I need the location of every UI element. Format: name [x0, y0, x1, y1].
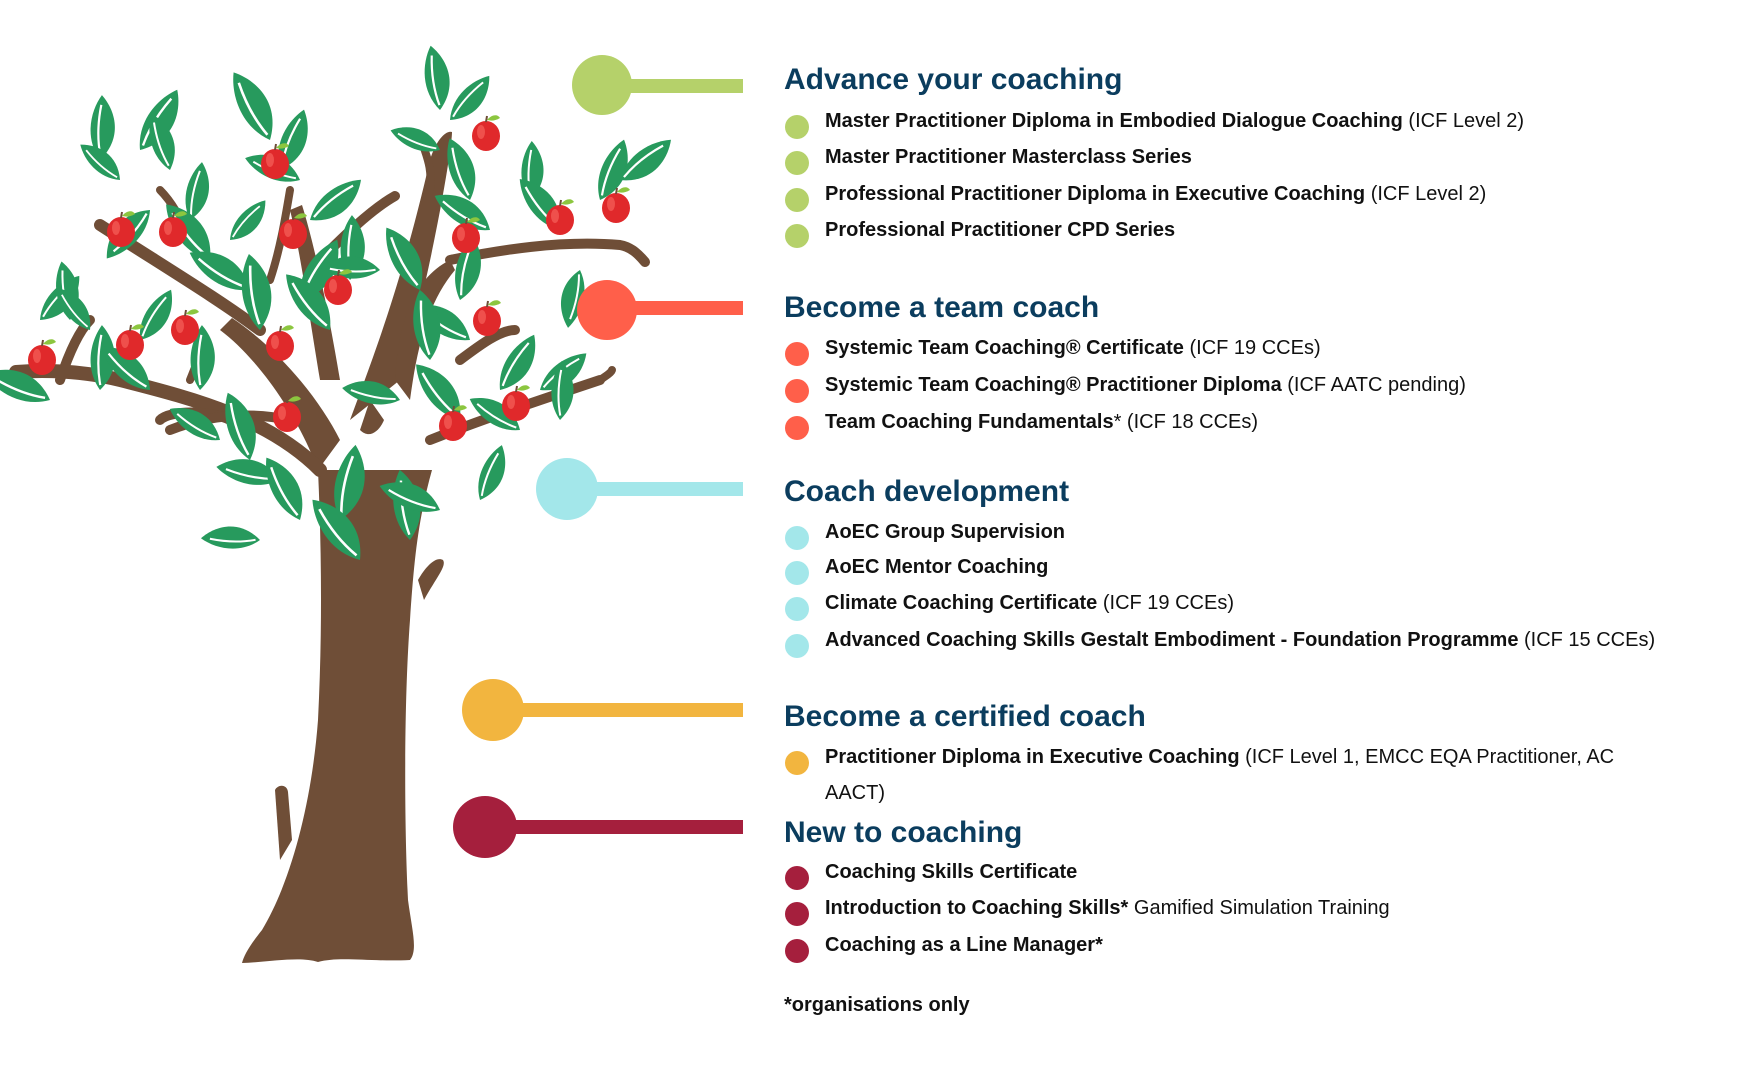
course-note: (ICF AATC pending): [1281, 374, 1466, 396]
course-note: (ICF Level 2): [1365, 183, 1487, 205]
list-item[interactable]: Team Coaching Fundamentals* (ICF 18 CCEs…: [784, 404, 1694, 440]
course-note: (ICF 15 CCEs): [1518, 629, 1656, 651]
bullet-icon: [785, 151, 809, 175]
course-note: (ICF 19 CCEs): [1097, 592, 1234, 614]
course-title: Professional Practitioner Diploma in Exe…: [825, 183, 1366, 205]
list-item[interactable]: Master Practitioner Diploma in Embodied …: [784, 103, 1694, 139]
course-title: Introduction to Coaching Skills*: [825, 897, 1129, 919]
bullet-icon: [785, 866, 809, 890]
bullet-icon: [785, 115, 809, 139]
section-heading-advance: Advance your coaching: [784, 63, 1123, 96]
course-title: Practitioner Diploma in Executive Coachi…: [825, 746, 1240, 768]
course-title: Coaching Skills Certificate: [825, 861, 1078, 883]
list-item[interactable]: Professional Practitioner CPD Series: [784, 212, 1694, 248]
bullet-icon: [785, 188, 809, 212]
course-note: (ICF Level 1, EMCC EQA Practitioner, AC …: [825, 746, 1615, 804]
course-note: Gamified Simulation Training: [1128, 897, 1390, 919]
course-title: Team Coaching Fundamentals: [825, 411, 1114, 433]
section-heading-team: Become a team coach: [784, 291, 1100, 324]
marker-bar-red: [625, 301, 743, 315]
marker-bar-yellow: [515, 703, 743, 717]
list-item[interactable]: Advanced Coaching Skills Gestalt Embodim…: [784, 622, 1694, 658]
course-title: Master Practitioner Diploma in Embodied …: [825, 110, 1403, 132]
section-heading-development: Coach development: [784, 475, 1070, 508]
course-title: Professional Practitioner CPD Series: [825, 219, 1176, 241]
list-item[interactable]: AoEC Mentor Coaching: [784, 549, 1694, 585]
bullet-icon: [785, 526, 809, 550]
course-note: (ICF 19 CCEs): [1183, 337, 1321, 359]
apple-tree-illustration: [0, 44, 678, 963]
list-item[interactable]: Introduction to Coaching Skills* Gamifie…: [784, 890, 1694, 926]
list-item[interactable]: Systemic Team Coaching® Certificate (ICF…: [784, 330, 1694, 366]
list-item[interactable]: Systemic Team Coaching® Practitioner Dip…: [784, 367, 1694, 403]
section-heading-certified: Become a certified coach: [784, 700, 1146, 733]
course-title: Systemic Team Coaching® Practitioner Dip…: [825, 374, 1282, 396]
marker-circle-teal: [536, 458, 598, 520]
list-item[interactable]: Coaching Skills Certificate: [784, 854, 1694, 890]
list-item[interactable]: Coaching as a Line Manager*: [784, 927, 1694, 963]
list-item[interactable]: AoEC Group Supervision: [784, 514, 1694, 550]
bullet-icon: [785, 224, 809, 248]
marker-bar-green: [620, 79, 743, 93]
list-item[interactable]: Master Practitioner Masterclass Series: [784, 139, 1694, 175]
list-item[interactable]: Practitioner Diploma in Executive Coachi…: [784, 739, 1694, 811]
course-title: Climate Coaching Certificate: [825, 592, 1098, 614]
marker-circle-yellow: [462, 679, 524, 741]
marker-bar-teal: [590, 482, 743, 496]
bullet-icon: [785, 561, 809, 585]
course-title: Coaching as a Line Manager*: [825, 934, 1103, 956]
course-title: Advanced Coaching Skills Gestalt Embodim…: [825, 629, 1519, 651]
bullet-icon: [785, 939, 809, 963]
list-item[interactable]: Climate Coaching Certificate (ICF 19 CCE…: [784, 585, 1694, 621]
bullet-icon: [785, 416, 809, 440]
bullet-icon: [785, 597, 809, 621]
bullet-icon: [785, 751, 809, 775]
bullet-icon: [785, 379, 809, 403]
bullet-icon: [785, 342, 809, 366]
course-note: * (ICF 18 CCEs): [1113, 411, 1259, 433]
section-heading-new: New to coaching: [784, 816, 1023, 849]
bullet-icon: [785, 634, 809, 658]
course-note: (ICF Level 2): [1402, 110, 1525, 132]
marker-bar-maroon: [505, 820, 743, 834]
course-title: AoEC Mentor Coaching: [825, 556, 1049, 578]
footnote: *organisations only: [784, 994, 970, 1016]
course-title: AoEC Group Supervision: [825, 521, 1066, 543]
bullet-icon: [785, 902, 809, 926]
list-item[interactable]: Professional Practitioner Diploma in Exe…: [784, 176, 1694, 212]
course-title: Systemic Team Coaching® Certificate: [825, 337, 1184, 359]
course-title: Master Practitioner Masterclass Series: [825, 146, 1192, 168]
